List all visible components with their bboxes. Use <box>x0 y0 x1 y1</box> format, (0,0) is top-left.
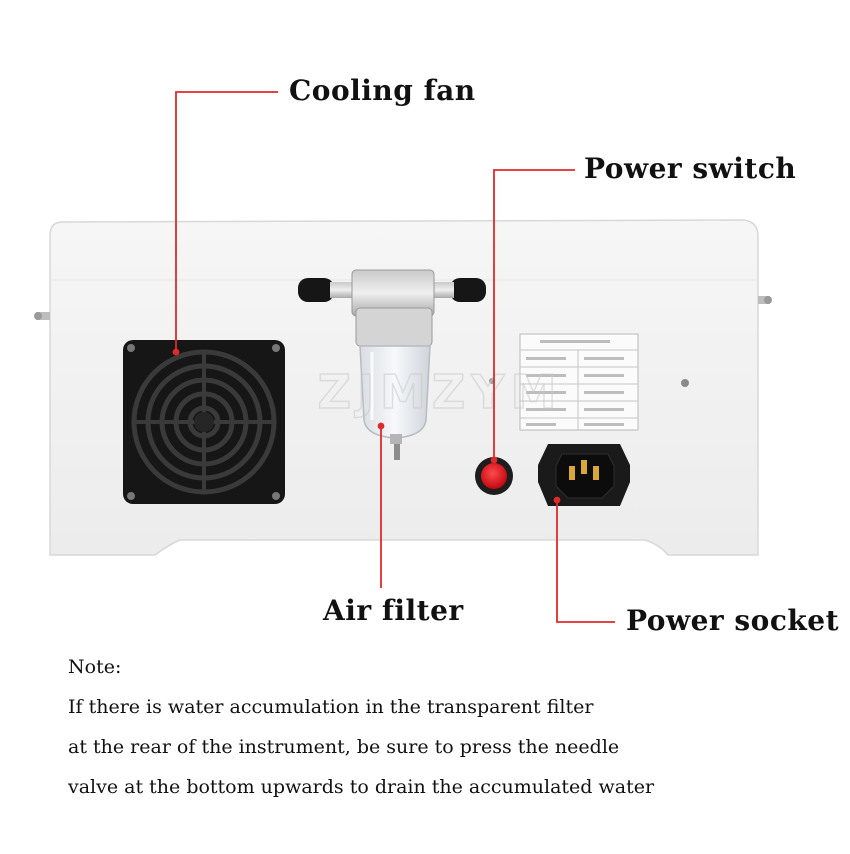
cooling-fan-leader <box>175 91 278 352</box>
note-line: If there is water accumulation in the tr… <box>68 696 594 718</box>
power-switch-label: Power switch <box>584 152 797 185</box>
cooling-fan-label: Cooling fan <box>289 74 476 107</box>
right-screw-icon <box>758 296 772 304</box>
power-switch-leader <box>493 169 575 460</box>
power-socket-leader <box>556 500 615 623</box>
watermark: ZJMZYM <box>318 365 563 419</box>
power-socket-label: Power socket <box>626 604 840 637</box>
leader-lines <box>172 91 615 623</box>
iec-socket-icon <box>538 444 630 506</box>
air-filter-icon <box>298 269 486 460</box>
note-heading: Note: <box>68 656 122 678</box>
panel-screw-icon <box>681 379 689 387</box>
left-screw-icon <box>34 312 50 320</box>
rating-label <box>519 333 639 431</box>
note-line: at the rear of the instrument, be sure t… <box>68 736 620 758</box>
note-line: valve at the bottom upwards to drain the… <box>68 776 655 798</box>
fan-grille-icon <box>123 340 285 504</box>
air-filter-label: Air filter <box>323 594 464 627</box>
power-switch-icon[interactable] <box>475 457 513 495</box>
